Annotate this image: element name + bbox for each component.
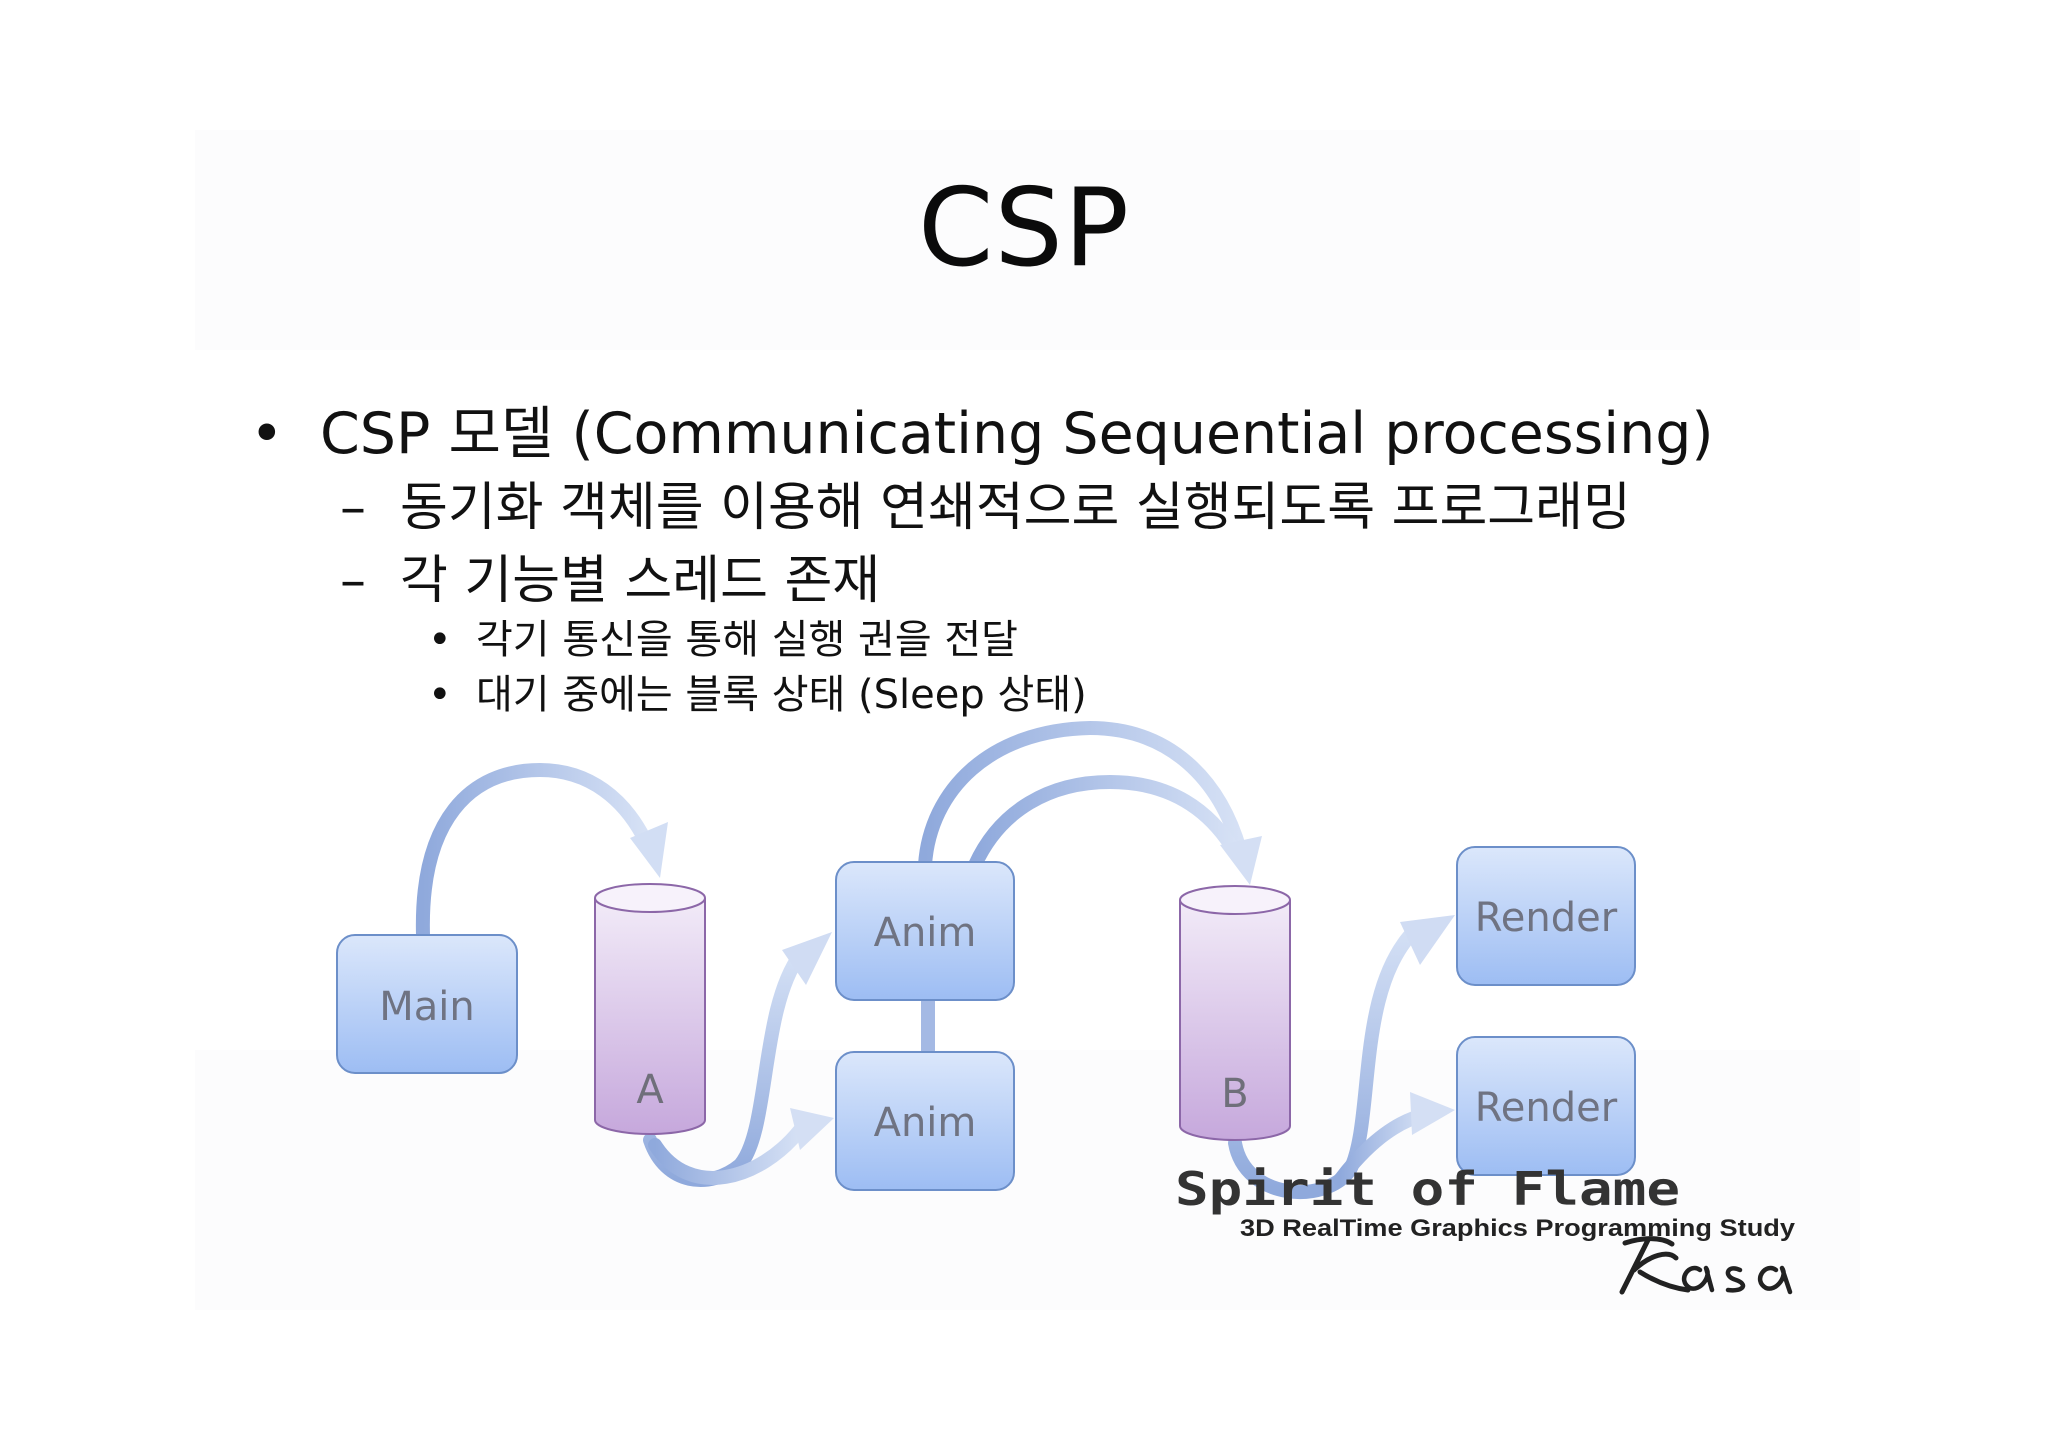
title-background [195, 130, 1860, 350]
arrow-head [630, 822, 668, 878]
arrow-head [790, 1108, 834, 1150]
bullet-item: –각 기능별 스레드 존재 [340, 538, 880, 613]
queue-label: B [1221, 1071, 1248, 1117]
queue-b: B [1179, 885, 1291, 1141]
bullet-text: CSP 모델 (Communicating Sequential process… [320, 401, 1714, 467]
node-render-bottom: Render [1456, 1036, 1636, 1176]
bullet-text: 동기화 객체를 이용해 연쇄적으로 실행되도록 프로그래밍 [400, 478, 1631, 538]
arrow-a-to-anim-bottom [648, 1123, 807, 1185]
queue-a: A [594, 883, 706, 1135]
bullet-text: 각 기능별 스레드 존재 [400, 551, 881, 611]
bullet-marker: • [428, 617, 452, 663]
arrow-head [1220, 836, 1262, 885]
bullet-item: • 대기 중에는 블록 상태 (Sleep 상태) [428, 662, 1087, 720]
arrow-anim-to-b-inner [968, 774, 1242, 872]
node-render-top: Render [1456, 846, 1636, 986]
arrow-head [1410, 1092, 1455, 1135]
watermark: Spirit of Flame 3D RealTime Graphics Pro… [1175, 1162, 1796, 1295]
node-main: Main [336, 934, 518, 1074]
signature [1619, 1236, 1793, 1295]
bullet-item: • CSP 모델 (Communicating Sequential proces… [250, 388, 1714, 470]
node-anim-bottom: Anim [835, 1051, 1015, 1191]
node-label: Anim [874, 910, 977, 956]
bullet-item: • 각기 통신을 통해 실행 권을 전달 [428, 607, 1018, 665]
node-label: Main [379, 984, 475, 1030]
watermark-title: Spirit of Flame [1175, 1162, 1680, 1216]
arrow-head [782, 932, 832, 985]
arrow-head [1400, 915, 1455, 965]
bullet-item: –동기화 객체를 이용해 연쇄적으로 실행되도록 프로그래밍 [340, 465, 1631, 540]
node-label: Render [1475, 895, 1618, 941]
bullet-text: 각기 통신을 통해 실행 권을 전달 [476, 617, 1018, 663]
arrow-main-to-a [415, 762, 652, 942]
arrow-anim-to-b-outer [918, 720, 1247, 872]
bullet-marker: – [340, 478, 366, 538]
bullet-marker: – [340, 551, 366, 611]
bullet-marker: • [428, 672, 452, 718]
bullet-marker: • [250, 401, 284, 467]
arrows [415, 720, 1455, 1200]
slide-title: CSP [917, 166, 1131, 291]
queue-label: A [636, 1067, 664, 1113]
node-label: Anim [874, 1100, 977, 1146]
node-anim-top: Anim [835, 861, 1015, 1001]
watermark-subtitle: 3D RealTime Graphics Programming Study [1240, 1215, 1796, 1242]
bullet-text: 대기 중에는 블록 상태 (Sleep 상태) [476, 672, 1087, 718]
node-label: Render [1475, 1085, 1618, 1131]
